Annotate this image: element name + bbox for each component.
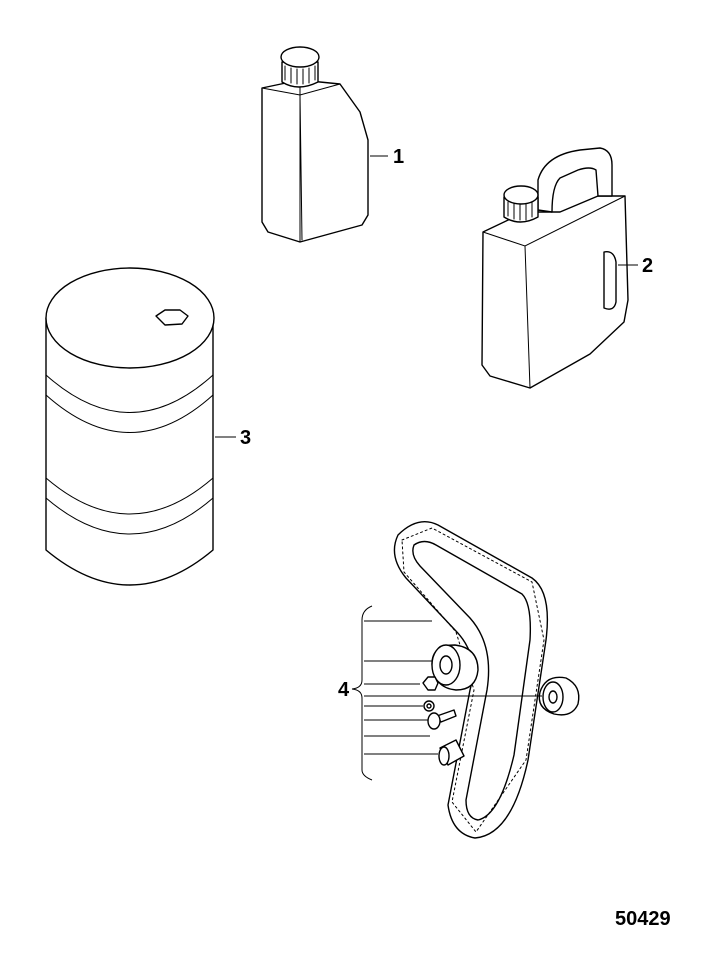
callout-3: 3 [240, 427, 251, 449]
oil-bottle [261, 46, 369, 243]
oil-jerry-can [481, 147, 629, 389]
bolt [427, 709, 457, 730]
callout-4: 4 [338, 679, 350, 701]
tensioner-pulley [431, 644, 479, 691]
oil-drum [45, 267, 215, 586]
callout-1: 1 [393, 146, 404, 168]
figure-number: 50429 [615, 908, 671, 930]
timing-belt [393, 521, 549, 839]
washer [423, 700, 435, 712]
callout-2: 2 [642, 255, 653, 277]
nut [422, 676, 439, 691]
idler-pulley [538, 676, 580, 716]
kit-bracket [351, 605, 542, 781]
sleeve [438, 739, 465, 766]
